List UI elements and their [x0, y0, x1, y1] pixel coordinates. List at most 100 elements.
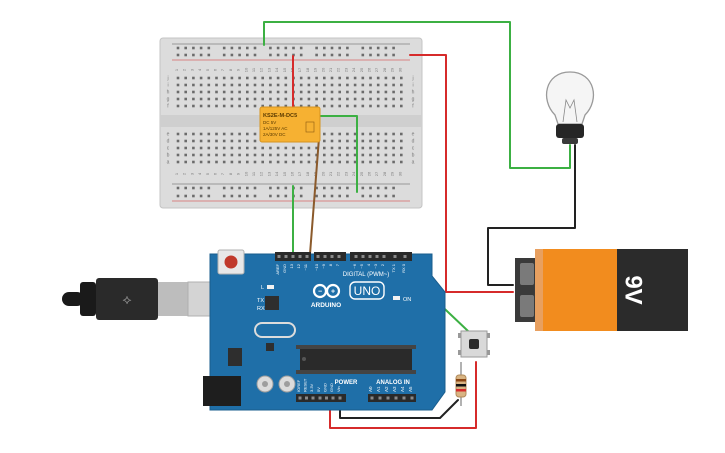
header-pin[interactable] [316, 255, 320, 258]
header-pin[interactable] [305, 255, 309, 258]
small-component [266, 343, 274, 351]
breadboard-hole [207, 194, 211, 198]
breadboard-hole [276, 186, 280, 190]
header-pin[interactable] [318, 396, 322, 400]
breadboard-hole [361, 104, 365, 108]
top-pin-label: GND [282, 264, 287, 273]
breadboard-hole [376, 153, 380, 157]
header-pin[interactable] [331, 396, 335, 400]
header-pin[interactable] [382, 255, 386, 258]
breadboard-hole [323, 53, 326, 57]
header-pin[interactable] [402, 396, 406, 400]
breadboard-hole [192, 83, 195, 87]
header-pin[interactable] [323, 255, 327, 258]
wire-green-relay-to-row[interactable] [319, 115, 358, 193]
breadboard-hole [222, 153, 226, 157]
breadboard-hole [369, 132, 372, 136]
breadboard-hole [192, 132, 195, 136]
breadboard-hole [230, 132, 234, 136]
header-pin[interactable] [393, 255, 397, 258]
column-number: 10 [243, 171, 248, 176]
header-pin[interactable] [354, 255, 358, 258]
header-pin[interactable] [403, 255, 407, 258]
relay-spec-line-2: 1A/125V AC [263, 126, 288, 131]
wire-black-lamp-to-battery[interactable] [487, 144, 576, 286]
breadboard-hole [307, 104, 311, 108]
breadboard-hole [384, 160, 388, 164]
breadboard-hole [238, 160, 241, 164]
header-pin[interactable] [330, 255, 334, 258]
breadboard-hole [246, 153, 249, 157]
breadboard-hole [369, 194, 372, 198]
breadboard-hole [215, 97, 218, 101]
breadboard-hole [192, 97, 195, 101]
breadboard-hole [284, 76, 288, 80]
header-pin[interactable] [325, 396, 328, 400]
header-pin[interactable] [284, 255, 288, 258]
column-number: 10 [243, 67, 248, 72]
breadboard-hole [276, 146, 280, 150]
header-pin[interactable] [361, 255, 365, 258]
header-pin[interactable] [291, 255, 295, 258]
breadboard-hole [246, 76, 249, 80]
breadboard-hole [261, 83, 264, 87]
lamp[interactable] [546, 71, 594, 144]
breadboard-hole [176, 146, 180, 150]
breadboard-hole [299, 146, 303, 150]
wire-green-rail-to-lamp[interactable] [263, 21, 571, 169]
header-pin[interactable] [386, 396, 390, 400]
breadboard-hole [261, 76, 264, 80]
breadboard-hole [346, 132, 349, 136]
push-button[interactable] [458, 330, 490, 358]
column-number: 24 [351, 171, 356, 176]
header-pin[interactable] [311, 396, 315, 400]
breadboard-hole [315, 76, 318, 80]
header-pin[interactable] [298, 255, 302, 258]
led-l-label: L [261, 285, 264, 291]
top-pin-label: ~9 [321, 263, 326, 268]
header-pin[interactable] [277, 255, 281, 258]
row-letter: h [412, 90, 415, 96]
column-number: 22 [336, 67, 341, 72]
breadboard-hole [276, 83, 280, 87]
header-pin[interactable] [378, 396, 382, 400]
breadboard-hole [184, 76, 187, 80]
header-pin[interactable] [338, 396, 342, 400]
header-pin[interactable] [375, 255, 379, 258]
breadboard-hole [323, 139, 326, 143]
breadboard-hole [323, 146, 326, 150]
breadboard-hole [184, 90, 187, 94]
power-pin-label: Vin [336, 386, 341, 392]
battery-9v[interactable]: 9V [515, 249, 688, 331]
led-rx-label: RX [257, 306, 265, 312]
header-pin[interactable] [368, 255, 372, 258]
breadboard-hole [361, 132, 365, 136]
header-pin[interactable] [394, 396, 398, 400]
breadboard-hole [222, 146, 226, 150]
wire-red-rail-to-battery[interactable] [409, 54, 514, 293]
header-pin[interactable] [370, 396, 374, 400]
breadboard-hole [207, 104, 211, 108]
header-pin[interactable] [410, 396, 414, 400]
breadboard-hole [376, 90, 380, 94]
push-button-cap[interactable] [469, 339, 479, 349]
header-pin[interactable] [305, 396, 308, 400]
wire-brown-relay-to-pin13[interactable] [309, 137, 320, 255]
breadboard-hole [215, 153, 218, 157]
resistor[interactable] [455, 362, 467, 406]
breadboard-hole [238, 146, 241, 150]
breadboard-hole [330, 139, 334, 143]
led-on-label: ON [403, 297, 411, 303]
breadboard-hole [207, 160, 211, 164]
header-pin[interactable] [337, 255, 341, 258]
breadboard-hole [361, 97, 365, 101]
header-pin[interactable] [298, 396, 302, 400]
breadboard-hole [392, 153, 395, 157]
relay[interactable]: KS2E-M-DC5 DC 5V 1A/125V AC 2A/30V DC [259, 106, 321, 143]
reset-button[interactable] [224, 255, 238, 269]
breadboard-hole [253, 153, 257, 157]
breadboard-hole [253, 83, 257, 87]
breadboard-hole [253, 46, 257, 50]
column-number: 8 [228, 172, 233, 175]
